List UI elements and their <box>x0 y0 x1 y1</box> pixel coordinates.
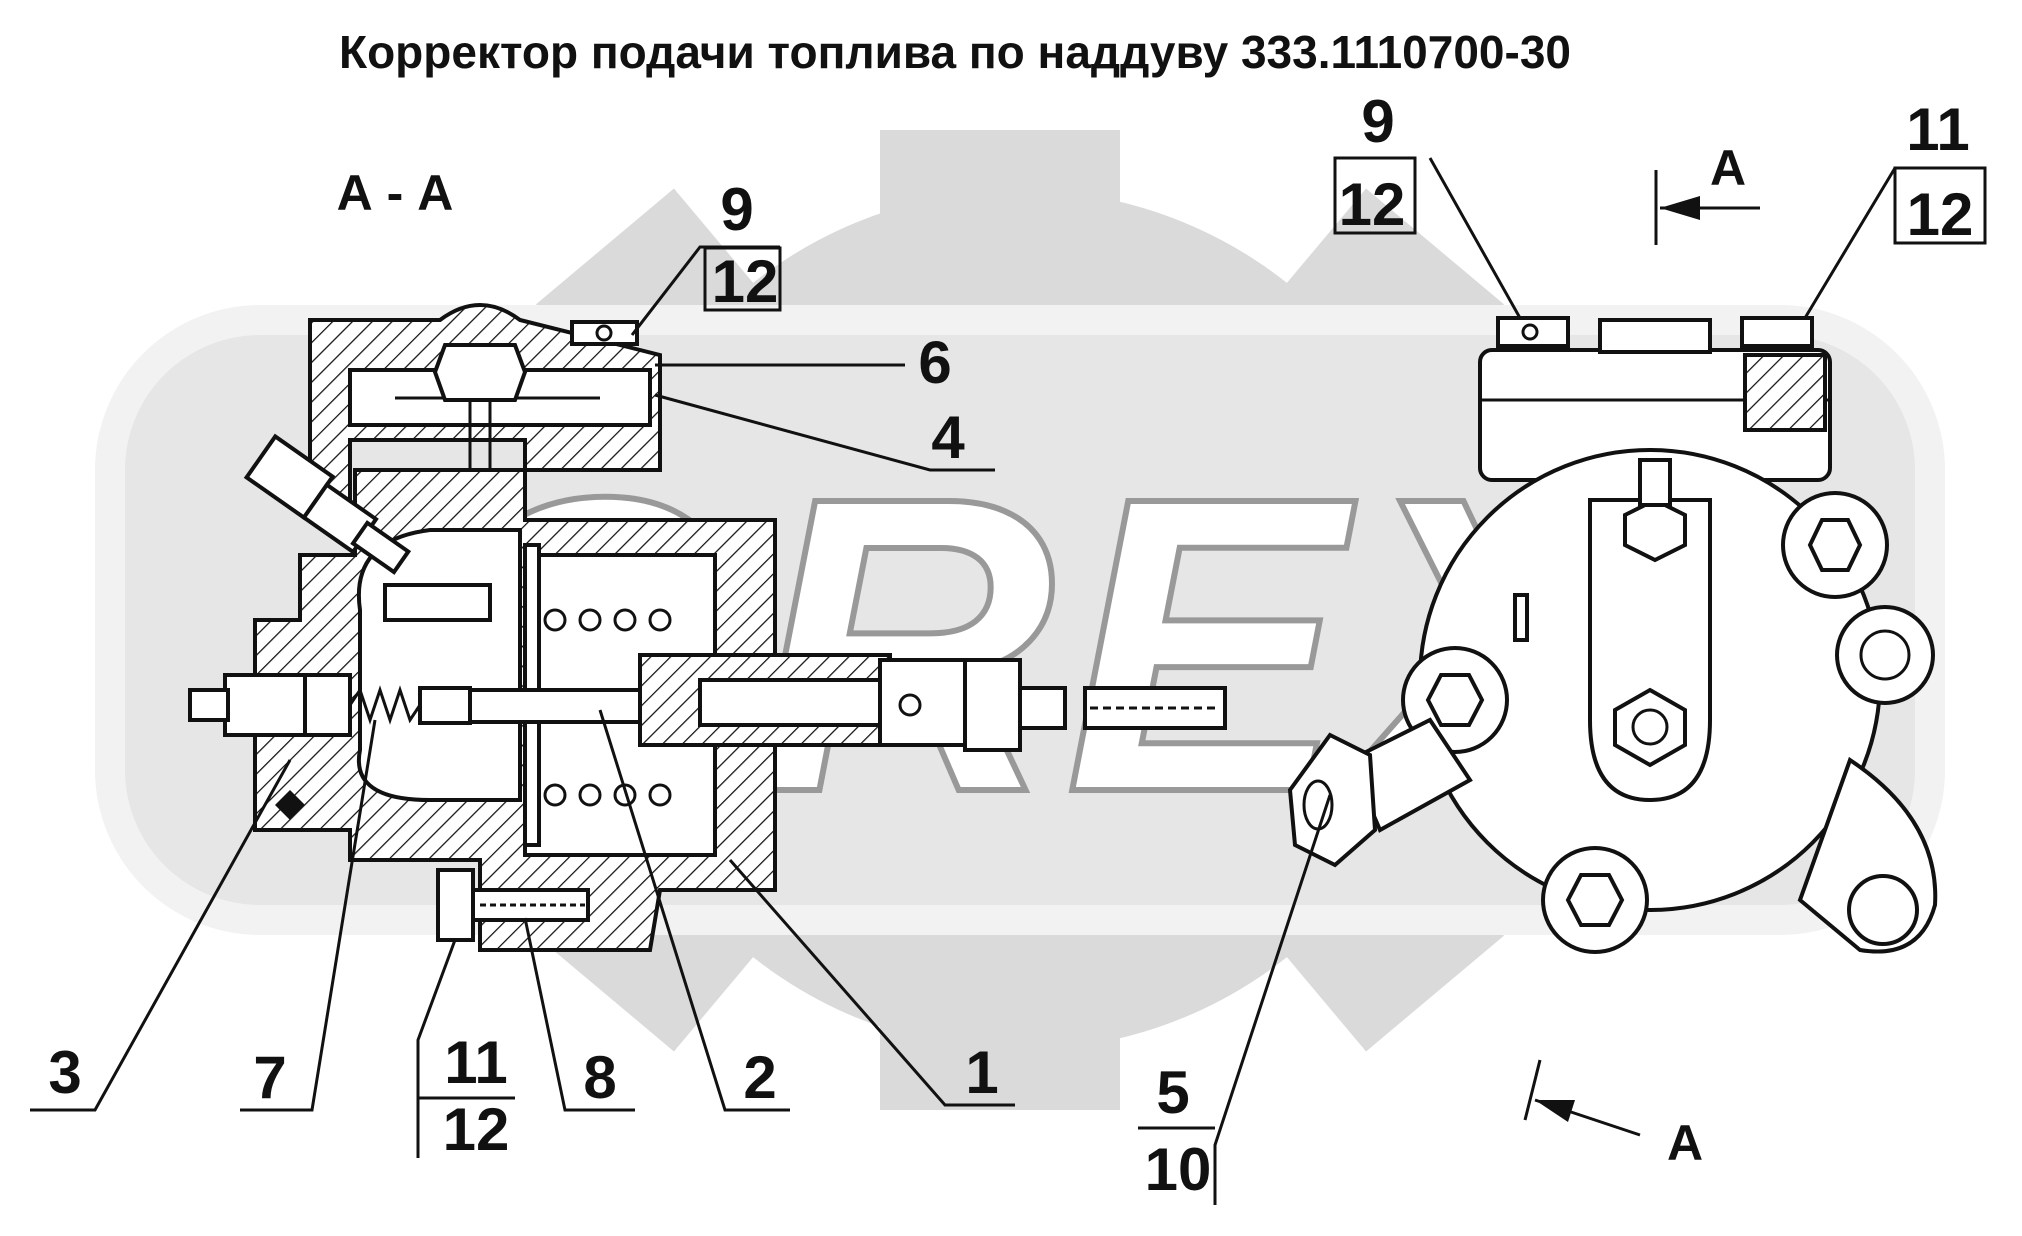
spring-seat <box>418 686 472 725</box>
callout-5: 5 <box>1156 1059 1189 1126</box>
view-arrow-label-top: А <box>1710 140 1746 196</box>
flange-boss-right-hole <box>1859 629 1911 681</box>
callout-12-right: 12 <box>1339 171 1406 238</box>
top-cover-hatch <box>1743 353 1827 432</box>
callout-1: 1 <box>965 1039 998 1106</box>
lever-top-nut <box>1623 497 1687 563</box>
lever-hex-nut <box>1613 687 1687 768</box>
flange-bolt-left <box>1425 673 1485 727</box>
callout-7: 7 <box>253 1044 286 1111</box>
left-plug-tip <box>188 688 230 722</box>
callout-9-12-left: 9 12 <box>703 176 782 315</box>
callout-12-right-box <box>1333 156 1417 235</box>
page-title: Корректор подачи топлива по наддуву 333.… <box>339 26 1571 78</box>
return-spring <box>348 685 422 725</box>
side-pin <box>1513 593 1529 642</box>
callout-9-right: 9 <box>1361 88 1394 155</box>
lever-top-stud <box>1638 458 1672 507</box>
lever-cavity <box>356 528 522 802</box>
flange-bolt-bottom-left <box>1565 873 1625 927</box>
callout-3: 3 <box>48 1039 81 1106</box>
cover-screw-left-hole <box>1521 323 1539 341</box>
view-a <box>1287 316 1938 954</box>
callout-4: 4 <box>931 404 965 471</box>
callout-11-12-bottom: 11 12 <box>418 1029 515 1163</box>
callout-11-bottom: 11 <box>444 1029 507 1096</box>
callout-12-right2-box <box>1893 166 1987 245</box>
cover-screw-right <box>1740 316 1814 348</box>
callout-6: 6 <box>918 329 951 396</box>
callout-11-12-right: 11 12 <box>1893 96 1987 248</box>
spring-coil-holes-top <box>543 608 672 632</box>
top-screw-hole <box>595 324 613 342</box>
callout-2: 2 <box>743 1044 776 1111</box>
callout-12-bottom: 12 <box>443 1096 510 1163</box>
callout-12-right2: 12 <box>1907 181 1974 248</box>
callouts: 6 4 9 12 9 12 11 12 3 7 11 12 8 2 1 5 <box>48 88 1987 1203</box>
cover-screw-left <box>1496 316 1570 348</box>
callout-9-12-right: 9 12 <box>1333 88 1417 238</box>
section-label: А - А <box>337 165 454 221</box>
lock-nut <box>963 658 1022 752</box>
flange-bolt-top-right <box>1807 518 1863 572</box>
flange-boss-right <box>1835 605 1935 705</box>
view-arrow-bottom: А <box>1523 1059 1703 1171</box>
section-view-a-a <box>188 303 1227 952</box>
callout-11-right: 11 <box>1906 96 1969 163</box>
view-arrow-top: А <box>1654 140 1760 245</box>
callout-9-left: 9 <box>720 176 753 243</box>
inclined-fitting <box>243 433 412 575</box>
callout-10: 10 <box>1145 1136 1212 1203</box>
view-arrow-label-bottom: А <box>1667 1115 1703 1171</box>
bottom-bolt-head <box>436 868 475 942</box>
diaphragm-nut <box>432 343 528 402</box>
mounting-bracket-hole <box>1847 874 1919 946</box>
callout-8: 8 <box>583 1044 616 1111</box>
sleeve-hole <box>898 693 922 717</box>
lever-hex-hole <box>1631 708 1669 746</box>
top-screw-head <box>570 320 639 346</box>
callout-12-left-box <box>703 246 782 312</box>
callout-12-left: 12 <box>712 248 779 315</box>
lever-block <box>383 583 492 622</box>
adjusting-screw-tip <box>1018 686 1067 730</box>
top-cover-boss <box>1598 318 1712 354</box>
left-plug-screw <box>223 673 307 737</box>
body-drain-marker <box>275 790 305 820</box>
left-plug-insert <box>303 673 352 737</box>
sleeve-bore <box>698 678 892 727</box>
sleeve-tube <box>878 658 972 747</box>
callout-5-10: 5 10 <box>1138 1059 1215 1203</box>
leader-lines <box>30 157 1897 1205</box>
